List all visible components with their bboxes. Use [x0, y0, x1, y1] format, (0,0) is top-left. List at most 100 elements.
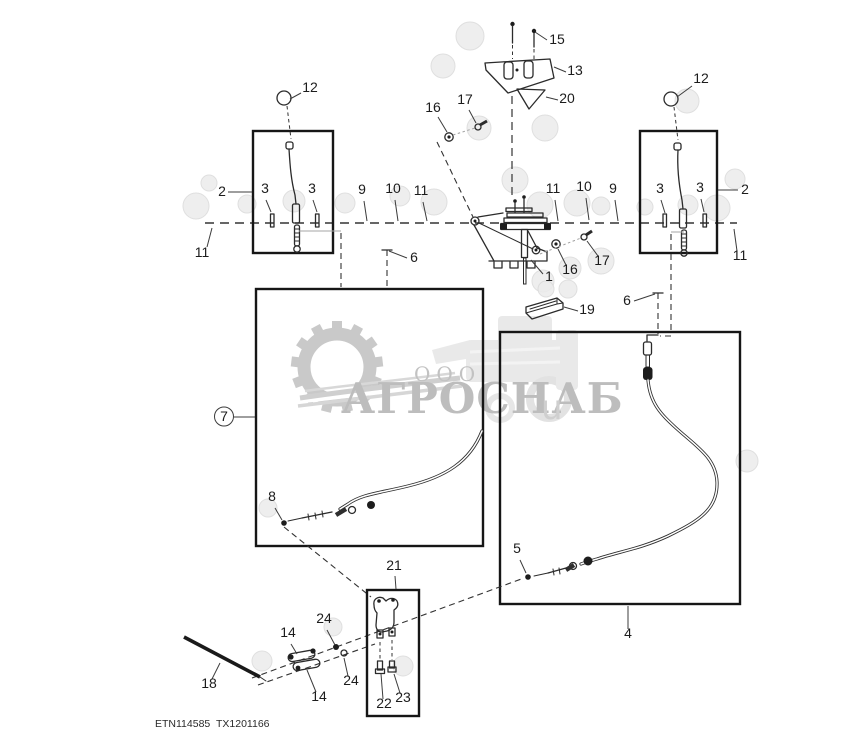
callout-leader-22 [380, 673, 384, 700]
callout-leader-16 [557, 248, 567, 266]
callout-leader-1 [530, 259, 544, 275]
bracket-plate-13 [484, 58, 555, 94]
callout-label-14-37: 14 [311, 688, 327, 704]
callout-label-10-12: 10 [385, 180, 401, 196]
callout-leader-24 [326, 629, 336, 646]
shift-lever-left [285, 141, 301, 253]
watermark-swoosh [295, 371, 463, 408]
callout-label-12-4: 12 [693, 70, 709, 86]
callout-leader-3 [312, 199, 318, 213]
callout-label-5-29: 5 [513, 540, 521, 556]
callout-label-16-21: 16 [562, 261, 578, 277]
clip-3-right-b [702, 213, 708, 228]
shifter-box-left [251, 90, 393, 287]
callout-label-19-24: 19 [579, 301, 595, 317]
callout-label-2-6: 2 [741, 181, 749, 197]
callout-label-15-0: 15 [549, 31, 565, 47]
callout-label-11-14: 11 [546, 180, 561, 196]
callout-leader-6 [388, 250, 408, 259]
pad-20 [516, 88, 546, 110]
callout-circle-7 [214, 406, 234, 427]
callout-leader-24 [343, 657, 349, 677]
callout-label-20-2: 20 [559, 90, 575, 106]
callout-leader-8 [274, 507, 283, 521]
callout-leader-10 [585, 197, 590, 221]
callout-leader-9 [363, 200, 368, 222]
callout-leader-20 [545, 96, 559, 101]
bolt-23 [387, 660, 397, 673]
callout-label-12-3: 12 [302, 79, 318, 95]
callout-label-1-23: 1 [545, 268, 553, 284]
callout-label-14-36: 14 [280, 624, 296, 640]
mounting-plate-assembly [484, 21, 555, 196]
watermark: ООО АГРОСНАБ u [182, 21, 759, 677]
callout-leader-11 [422, 201, 428, 222]
callout-label-18-38: 18 [201, 675, 217, 691]
callout-label-3-7: 3 [261, 180, 269, 196]
footer-code-left: ETN114585 [155, 718, 210, 730]
callout-leader-17 [468, 109, 477, 124]
bracket-21 [373, 596, 399, 633]
callout-leader-23 [393, 673, 401, 694]
footer-code-right: TX1201166 [216, 718, 270, 730]
fastener-16-17-upper [436, 119, 488, 218]
watermark-name-text: АГРОСНАБ [341, 374, 624, 423]
tie-strap-18 [183, 635, 267, 682]
callout-leader-10 [394, 199, 399, 222]
callout-label-11-13: 11 [414, 182, 429, 198]
clip-3-right-a [662, 213, 668, 228]
callout-label-11-17: 11 [195, 244, 210, 260]
callout-label-22-32: 22 [376, 695, 392, 711]
callout-label-24-34: 24 [316, 610, 332, 626]
callout-label-9-11: 9 [358, 181, 366, 197]
callout-label-23-33: 23 [395, 689, 411, 705]
callout-label-8-28: 8 [268, 488, 276, 504]
watermark-suffix-text: u [541, 388, 563, 428]
callout-leader-3 [700, 198, 705, 213]
fastener-24-a [333, 644, 339, 650]
watermark-ooo-text: ООО [414, 362, 481, 386]
callout-label-3-8: 3 [308, 180, 316, 196]
callout-label-4-30: 4 [624, 625, 632, 641]
clip-3-left-b [314, 213, 320, 228]
callout-leader-3 [660, 199, 666, 214]
control-bracket-assembly [470, 195, 551, 285]
clip-3-left-a [269, 213, 275, 228]
callout-leader-16 [437, 116, 448, 133]
callout-leader-11 [554, 199, 559, 222]
callout-leader-14 [306, 669, 317, 693]
callout-leader-11 [206, 227, 213, 248]
callout-label-3-10: 3 [696, 179, 704, 195]
callout-label-10-15: 10 [576, 178, 592, 194]
knob-12-left [276, 90, 292, 106]
fastener-24-b [340, 649, 348, 657]
detail-box-7 [254, 287, 485, 598]
callout-label-11-18: 11 [733, 247, 748, 263]
callout-label-24-35: 24 [343, 672, 359, 688]
bolt-22 [374, 660, 386, 675]
callout-leader-19 [563, 306, 579, 312]
fastener-16-17-lower [539, 229, 593, 255]
callout-leader-9 [614, 199, 619, 222]
spacer-pad-19 [525, 297, 564, 320]
callout-label-17-22: 17 [594, 252, 610, 268]
watermark-bubbles [182, 21, 759, 677]
callout-leader-12 [676, 85, 693, 98]
callout-leader-6 [633, 293, 656, 302]
callout-label-6-25: 6 [623, 292, 631, 308]
detail-box-4 [498, 330, 742, 606]
cable-8 [281, 429, 484, 526]
callout-label-13-1: 13 [567, 62, 583, 78]
callout-label-17-20: 17 [457, 91, 473, 107]
callout-leader-13 [553, 66, 567, 73]
callout-label-3-9: 3 [656, 180, 664, 196]
callout-label-21-31: 21 [386, 557, 402, 573]
callout-leader-15 [534, 31, 548, 41]
callout-label-7-27: 7 [220, 408, 228, 424]
bottom-hardware [183, 577, 525, 718]
clamp-14 [287, 648, 321, 672]
callout-leader-11 [733, 228, 738, 252]
